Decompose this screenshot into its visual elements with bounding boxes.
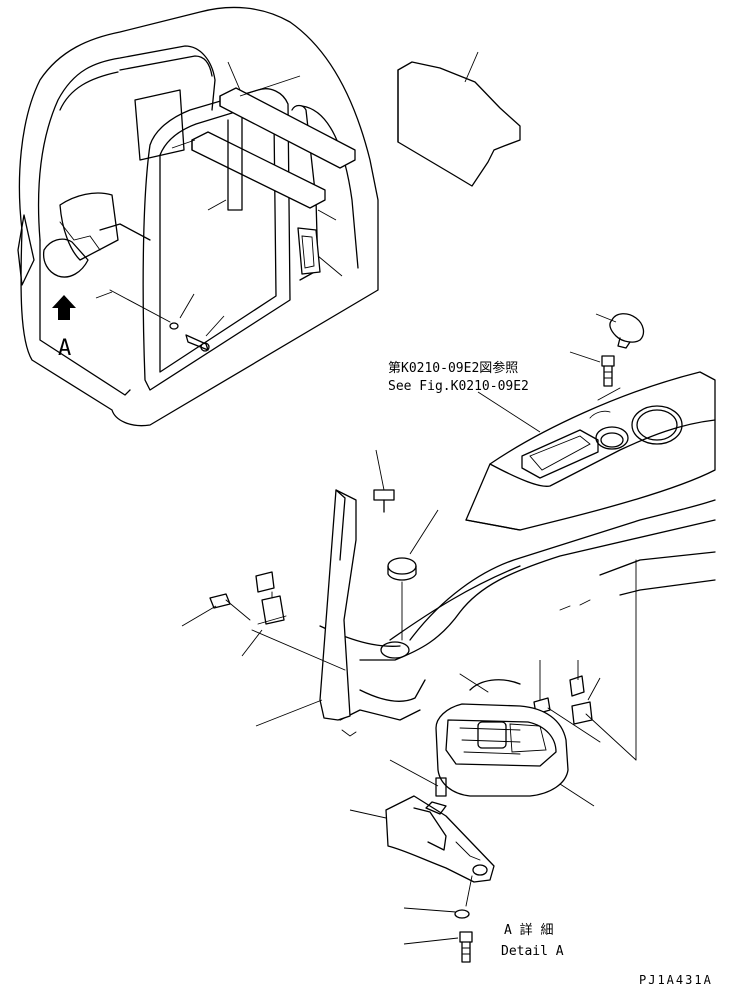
view-marker-label: A (58, 336, 71, 361)
view-arrow-a: A (52, 295, 76, 361)
drawing-code: PJ1A431A (639, 973, 713, 987)
reference-label-en: See Fig.K0210-09E2 (388, 379, 529, 394)
detail-label-en: Detail A (501, 944, 564, 959)
side-panel-part (397, 51, 521, 187)
mounting-bracket (385, 777, 495, 963)
arrow-up-icon (52, 295, 76, 320)
reference-label-jp: 第K0210-09E2図参照 (388, 360, 518, 376)
monitor-unit (435, 679, 569, 797)
detail-label-jp: A 詳 細 (504, 922, 553, 938)
cab-overview (17, 6, 379, 427)
console-assembly (209, 313, 716, 761)
leader-lines (181, 313, 617, 945)
